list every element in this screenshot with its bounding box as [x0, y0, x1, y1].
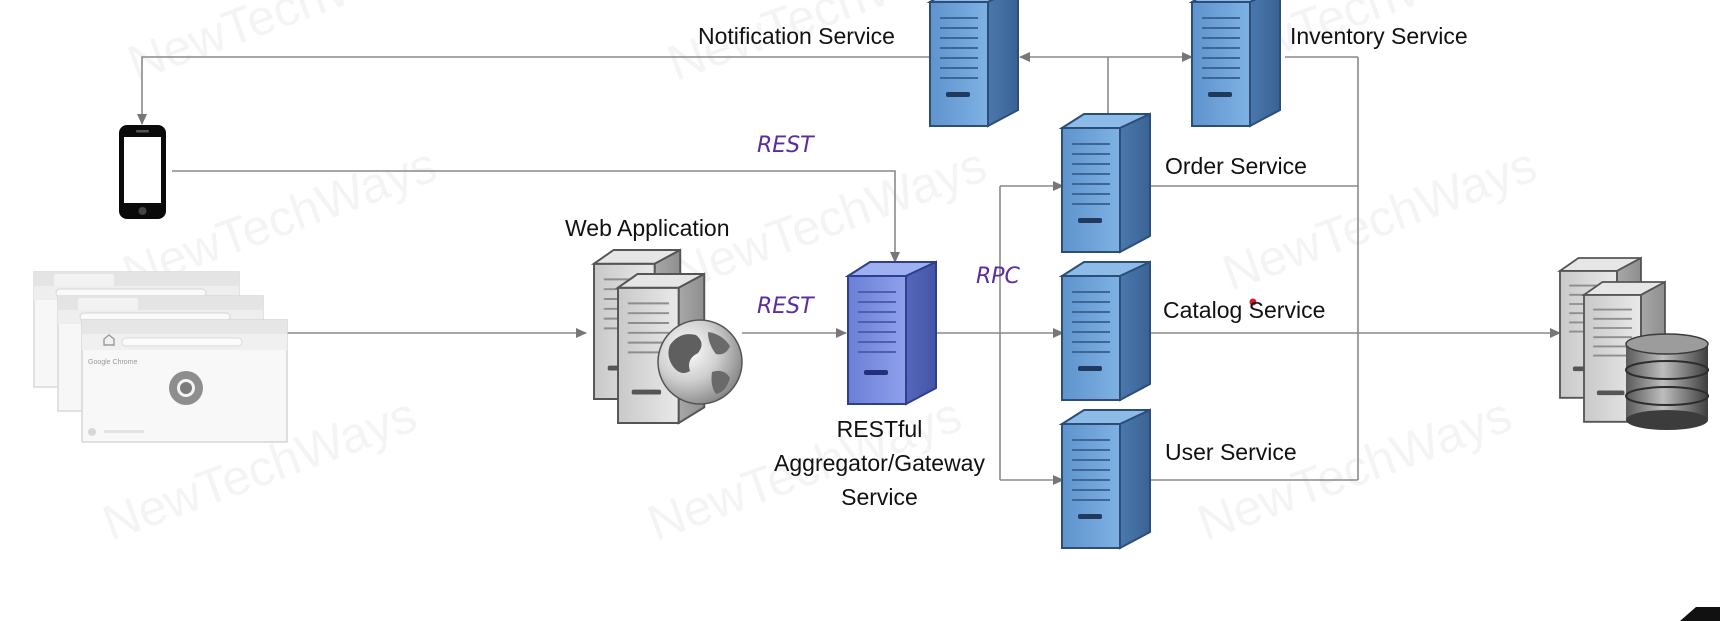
inventory-service-icon — [1191, 0, 1281, 127]
order-service-icon — [1061, 113, 1151, 253]
gateway-label-line2: Aggregator/Gateway — [774, 450, 985, 476]
gateway-label-line3: Service — [841, 484, 918, 510]
smartphone-icon — [119, 125, 166, 219]
notification-service-icon — [929, 0, 1019, 127]
gateway-label-line1: RESTful — [836, 416, 923, 442]
web-application-label: Web Application — [565, 215, 730, 241]
browser-window-icon: Google Chrome — [33, 271, 288, 443]
inventory-service-label: Inventory Service — [1290, 23, 1468, 49]
connector-notification-mobile — [137, 56, 930, 125]
cursor-dot — [1249, 298, 1257, 306]
notification-service-label: Notification Service — [698, 23, 895, 49]
rest-web-label: REST — [757, 294, 814, 319]
order-service-label: Order Service — [1165, 153, 1307, 179]
browser-title: Google Chrome — [88, 359, 138, 366]
gateway-service-label: RESTful Aggregator/Gateway Service — [752, 412, 1007, 514]
rest-mobile-label: REST — [757, 133, 814, 158]
database-server-icon — [1559, 257, 1709, 430]
connector-mobile-gateway — [172, 170, 900, 263]
user-service-label: User Service — [1165, 439, 1297, 465]
connectors — [137, 52, 1561, 485]
rpc-label: RPC — [976, 264, 1020, 289]
catalog-service-icon — [1061, 261, 1151, 401]
user-service-icon — [1061, 409, 1151, 549]
catalog-service-label: Catalog Service — [1163, 297, 1326, 323]
server-globe-icon — [593, 249, 743, 424]
gateway-service-icon — [844, 260, 937, 406]
